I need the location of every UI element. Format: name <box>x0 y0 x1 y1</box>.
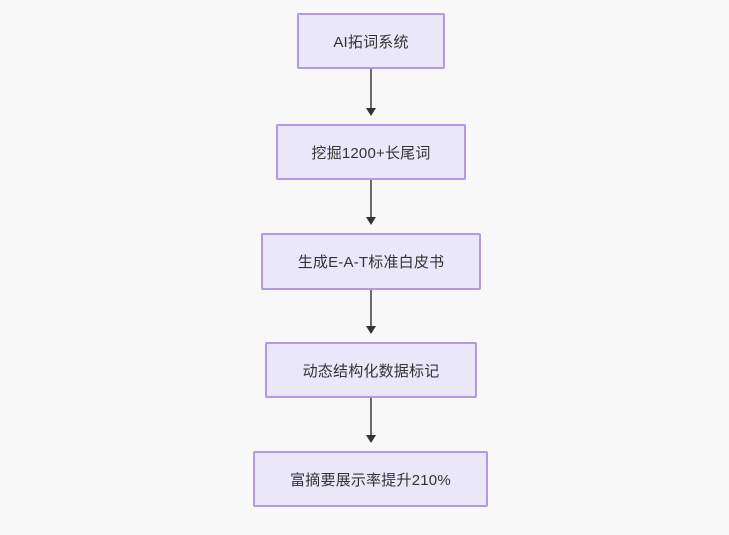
flow-node-4[interactable]: 动态结构化数据标记 <box>265 342 477 398</box>
arrowhead-icon <box>366 435 376 443</box>
flow-node-label: AI拓词系统 <box>333 33 409 51</box>
arrowhead-icon <box>366 326 376 334</box>
flow-node-5[interactable]: 富摘要展示率提升210% <box>253 451 488 507</box>
flow-node-label: 挖掘1200+长尾词 <box>311 144 431 162</box>
flow-node-3[interactable]: 生成E-A-T标准白皮书 <box>261 233 481 290</box>
arrow-line <box>370 290 372 326</box>
flow-node-label: 富摘要展示率提升210% <box>290 471 451 489</box>
arrow-line <box>370 69 372 108</box>
flow-node-2[interactable]: 挖掘1200+长尾词 <box>276 124 466 180</box>
flow-node-label: 生成E-A-T标准白皮书 <box>297 254 445 271</box>
arrowhead-icon <box>366 217 376 225</box>
arrow-line <box>370 180 372 217</box>
flow-node-1[interactable]: AI拓词系统 <box>297 13 445 69</box>
flow-node-label: 动态结构化数据标记 <box>302 362 440 380</box>
arrow-line <box>370 398 372 435</box>
arrowhead-icon <box>366 108 376 116</box>
